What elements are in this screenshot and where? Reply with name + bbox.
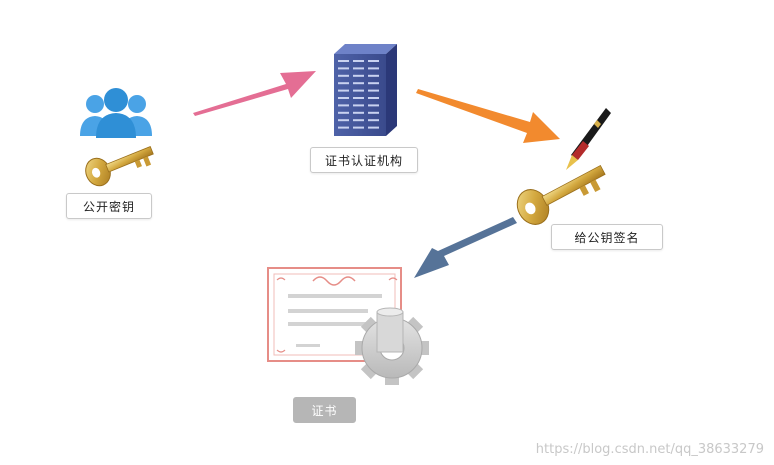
watermark: https://blog.csdn.net/qq_38633279 <box>535 442 764 457</box>
server-slots <box>338 60 379 129</box>
key-icon <box>85 146 154 187</box>
users-icon <box>80 88 152 138</box>
gear-icon <box>355 307 429 385</box>
ca-label: 证书认证机构 <box>310 147 418 173</box>
arrow-sign-to-certificate <box>414 217 517 278</box>
sign-label: 给公钥签名 <box>551 224 663 250</box>
arrow-public-key-to-ca <box>193 71 316 116</box>
public-key-label: 公开密钥 <box>66 193 152 219</box>
signing-key-icon <box>516 164 606 225</box>
certificate-label: 证书 <box>293 397 356 423</box>
arrow-ca-to-sign <box>416 89 560 143</box>
pen-icon <box>566 108 611 170</box>
